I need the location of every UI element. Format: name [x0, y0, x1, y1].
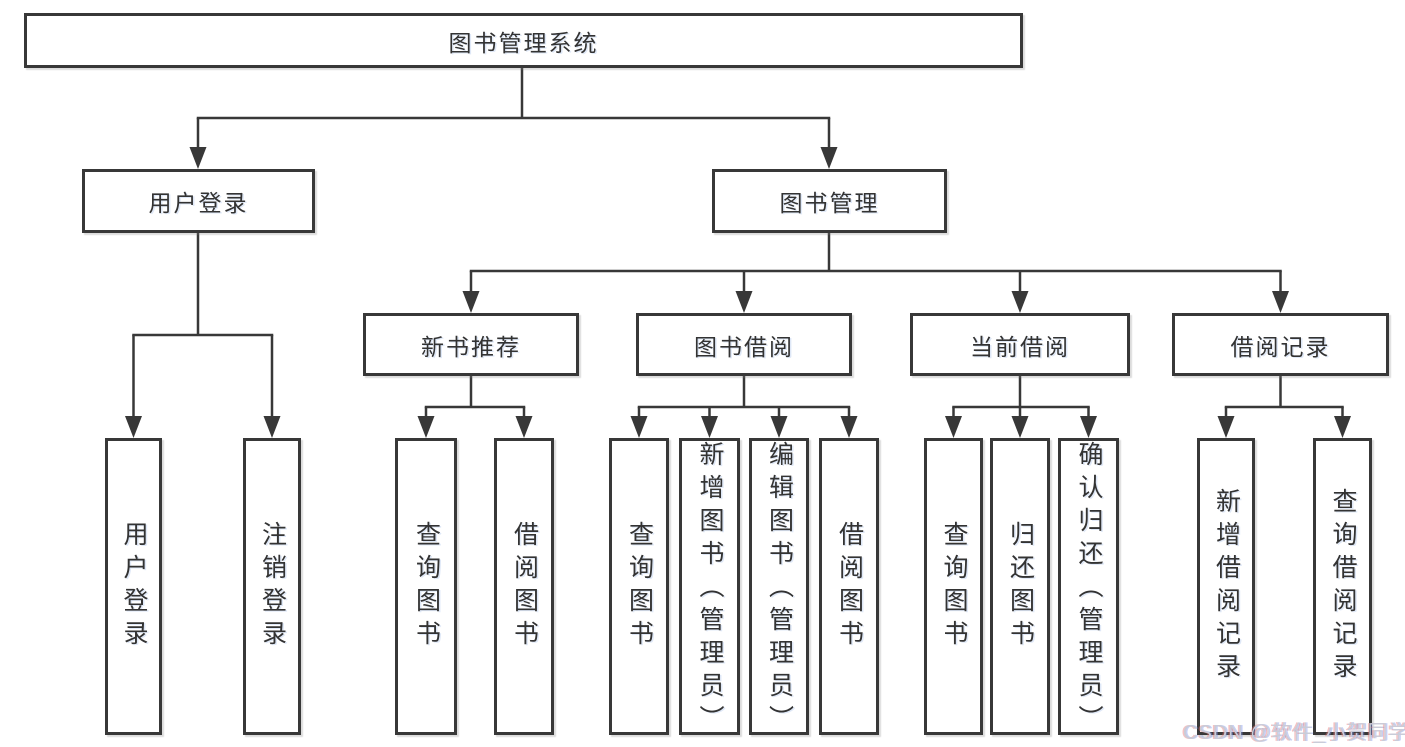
node-leaf-confirm-return-admin: 确认归还（管理员） [1058, 438, 1119, 738]
arrowhead [1217, 416, 1235, 438]
node-root: 图书管理系统 [24, 13, 1023, 68]
node-label: 借阅图书 [835, 520, 864, 653]
node-leaf-borrow-books-recommend: 借阅图书 [494, 438, 554, 735]
arrowhead [1334, 416, 1351, 438]
node-label: 归还图书 [1006, 520, 1035, 653]
node-leaf-add-books-admin: 新增图书（管理员） [679, 438, 740, 738]
arrowhead [125, 416, 142, 438]
node-new-book-recommend: 新书推荐 [363, 313, 579, 376]
node-label: 用户登录 [148, 190, 249, 216]
arrowhead [515, 416, 533, 438]
arrowhead [462, 291, 480, 313]
node-label: 用户登录 [120, 520, 148, 653]
arrowhead [701, 416, 718, 438]
connector-book-management-to-level3 [462, 233, 1289, 313]
connector-root-to-level2 [189, 68, 838, 169]
node-label: 确认归还（管理员） [1075, 441, 1103, 738]
node-borrow-records: 借阅记录 [1172, 313, 1389, 376]
node-label: 注销登录 [258, 520, 287, 653]
node-label: 借阅记录 [1230, 333, 1331, 360]
node-leaf-query-books-borrowing: 查询图书 [609, 438, 669, 735]
arrowhead [770, 416, 788, 438]
node-leaf-query-books-current: 查询图书 [924, 438, 983, 735]
node-leaf-query-books-recommend: 查询图书 [395, 438, 457, 735]
csdn-watermark: CSDN @软件_小贺同学 [1183, 722, 1405, 744]
arrowhead [735, 291, 753, 313]
connector-new-book-recommend-to-leaves [417, 376, 533, 438]
connector-borrow-records-to-leaves [1217, 376, 1351, 438]
connector-user-login-to-leaves [125, 233, 281, 438]
node-leaf-logout: 注销登录 [243, 438, 301, 735]
node-label: 新增借阅记录 [1212, 487, 1241, 686]
node-label: 当前借阅 [970, 333, 1070, 360]
node-leaf-return-books: 归还图书 [990, 438, 1050, 735]
arrowhead [1080, 416, 1097, 438]
arrowhead [1011, 291, 1029, 313]
node-label: 借阅图书 [510, 520, 539, 653]
node-leaf-user-login: 用户登录 [105, 438, 162, 735]
node-label: 查询图书 [625, 520, 654, 653]
arrowhead [945, 416, 962, 438]
node-label: 新增图书（管理员） [696, 441, 724, 738]
node-label: 图书管理系统 [448, 29, 599, 56]
arrowhead [1011, 416, 1029, 438]
node-current-borrowing: 当前借阅 [910, 313, 1130, 376]
arrowhead [263, 416, 281, 438]
node-label: 查询借阅记录 [1329, 487, 1357, 686]
node-label: 查询图书 [412, 520, 441, 653]
node-leaf-borrow-books: 借阅图书 [819, 438, 879, 735]
node-leaf-query-borrow-record: 查询借阅记录 [1313, 438, 1372, 735]
node-book-management: 图书管理 [712, 169, 947, 233]
node-label: 新书推荐 [421, 333, 521, 360]
node-leaf-add-borrow-record: 新增借阅记录 [1197, 438, 1255, 735]
node-book-borrowing: 图书借阅 [636, 313, 852, 376]
arrowhead [820, 147, 838, 169]
arrowhead [417, 416, 435, 438]
node-label: 查询图书 [940, 520, 968, 653]
arrowhead [630, 416, 648, 438]
node-user-login: 用户登录 [82, 169, 315, 233]
node-label: 编辑图书（管理员） [765, 441, 794, 738]
arrowhead [189, 147, 207, 169]
arrowhead [1272, 291, 1289, 313]
connector-current-borrowing-to-leaves [945, 376, 1097, 438]
node-leaf-edit-books-admin: 编辑图书（管理员） [749, 438, 809, 738]
node-label: 图书借阅 [694, 333, 794, 360]
node-label: 图书管理 [779, 190, 880, 216]
arrowhead [840, 416, 858, 438]
connector-book-borrowing-to-leaves [630, 376, 858, 438]
